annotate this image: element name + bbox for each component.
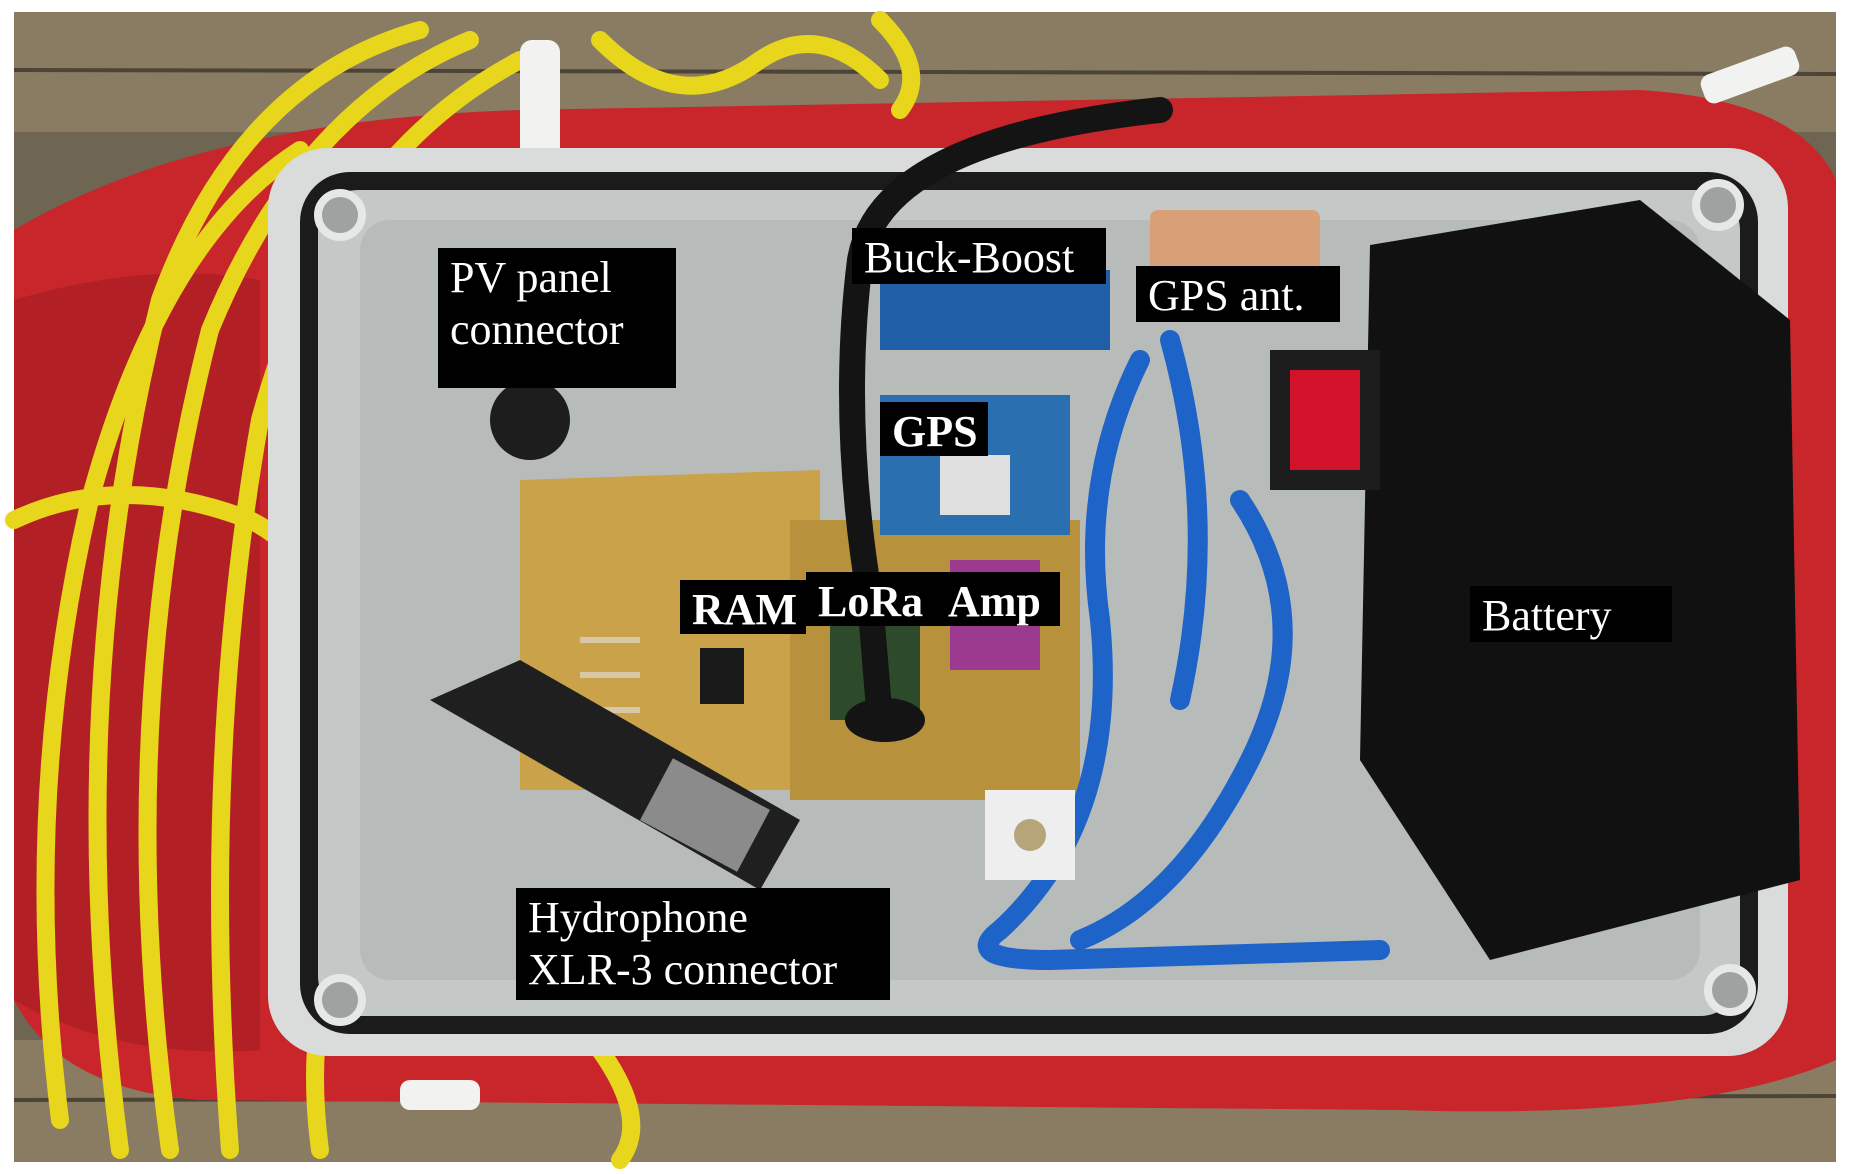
label-amp: Amp <box>936 572 1060 626</box>
usb-cable <box>977 330 1390 971</box>
terminal-screw <box>1014 819 1046 851</box>
ram-chip <box>700 648 744 704</box>
screw-hole <box>1704 964 1756 1016</box>
buoy-shading <box>14 273 260 1052</box>
label-battery: Battery <box>1470 586 1672 642</box>
pv-connector <box>490 380 570 460</box>
cable-tie <box>520 40 560 160</box>
label-ram: RAM <box>680 580 806 634</box>
power-switch <box>1290 370 1360 470</box>
label-hydrophone-connector: Hydrophone XLR-3 connector <box>516 888 890 1000</box>
label-pv-panel-connector-line2: connector <box>450 305 624 354</box>
battery <box>1360 200 1800 960</box>
label-hydrophone-line1: Hydrophone <box>528 893 748 942</box>
label-pv-panel-connector-line1: PV panel <box>450 253 612 302</box>
label-lora: LoRa <box>806 572 944 626</box>
xlr-sleeve <box>640 758 770 872</box>
screw-hole <box>314 974 366 1026</box>
label-hydrophone-line2: XLR-3 connector <box>528 945 838 994</box>
screw-hole <box>314 189 366 241</box>
label-buck-boost: Buck-Boost <box>852 228 1106 284</box>
gps-antenna <box>1150 210 1320 280</box>
gps-chip <box>940 455 1010 515</box>
cable-tie <box>400 1080 480 1110</box>
black-cable-end <box>845 698 925 742</box>
label-gps-ant: GPS ant. <box>1136 266 1340 322</box>
label-gps: GPS <box>880 402 988 456</box>
cable-tie <box>1700 46 1800 104</box>
screw-hole <box>1692 179 1744 231</box>
label-pv-panel-connector: PV panel connector <box>438 248 676 388</box>
